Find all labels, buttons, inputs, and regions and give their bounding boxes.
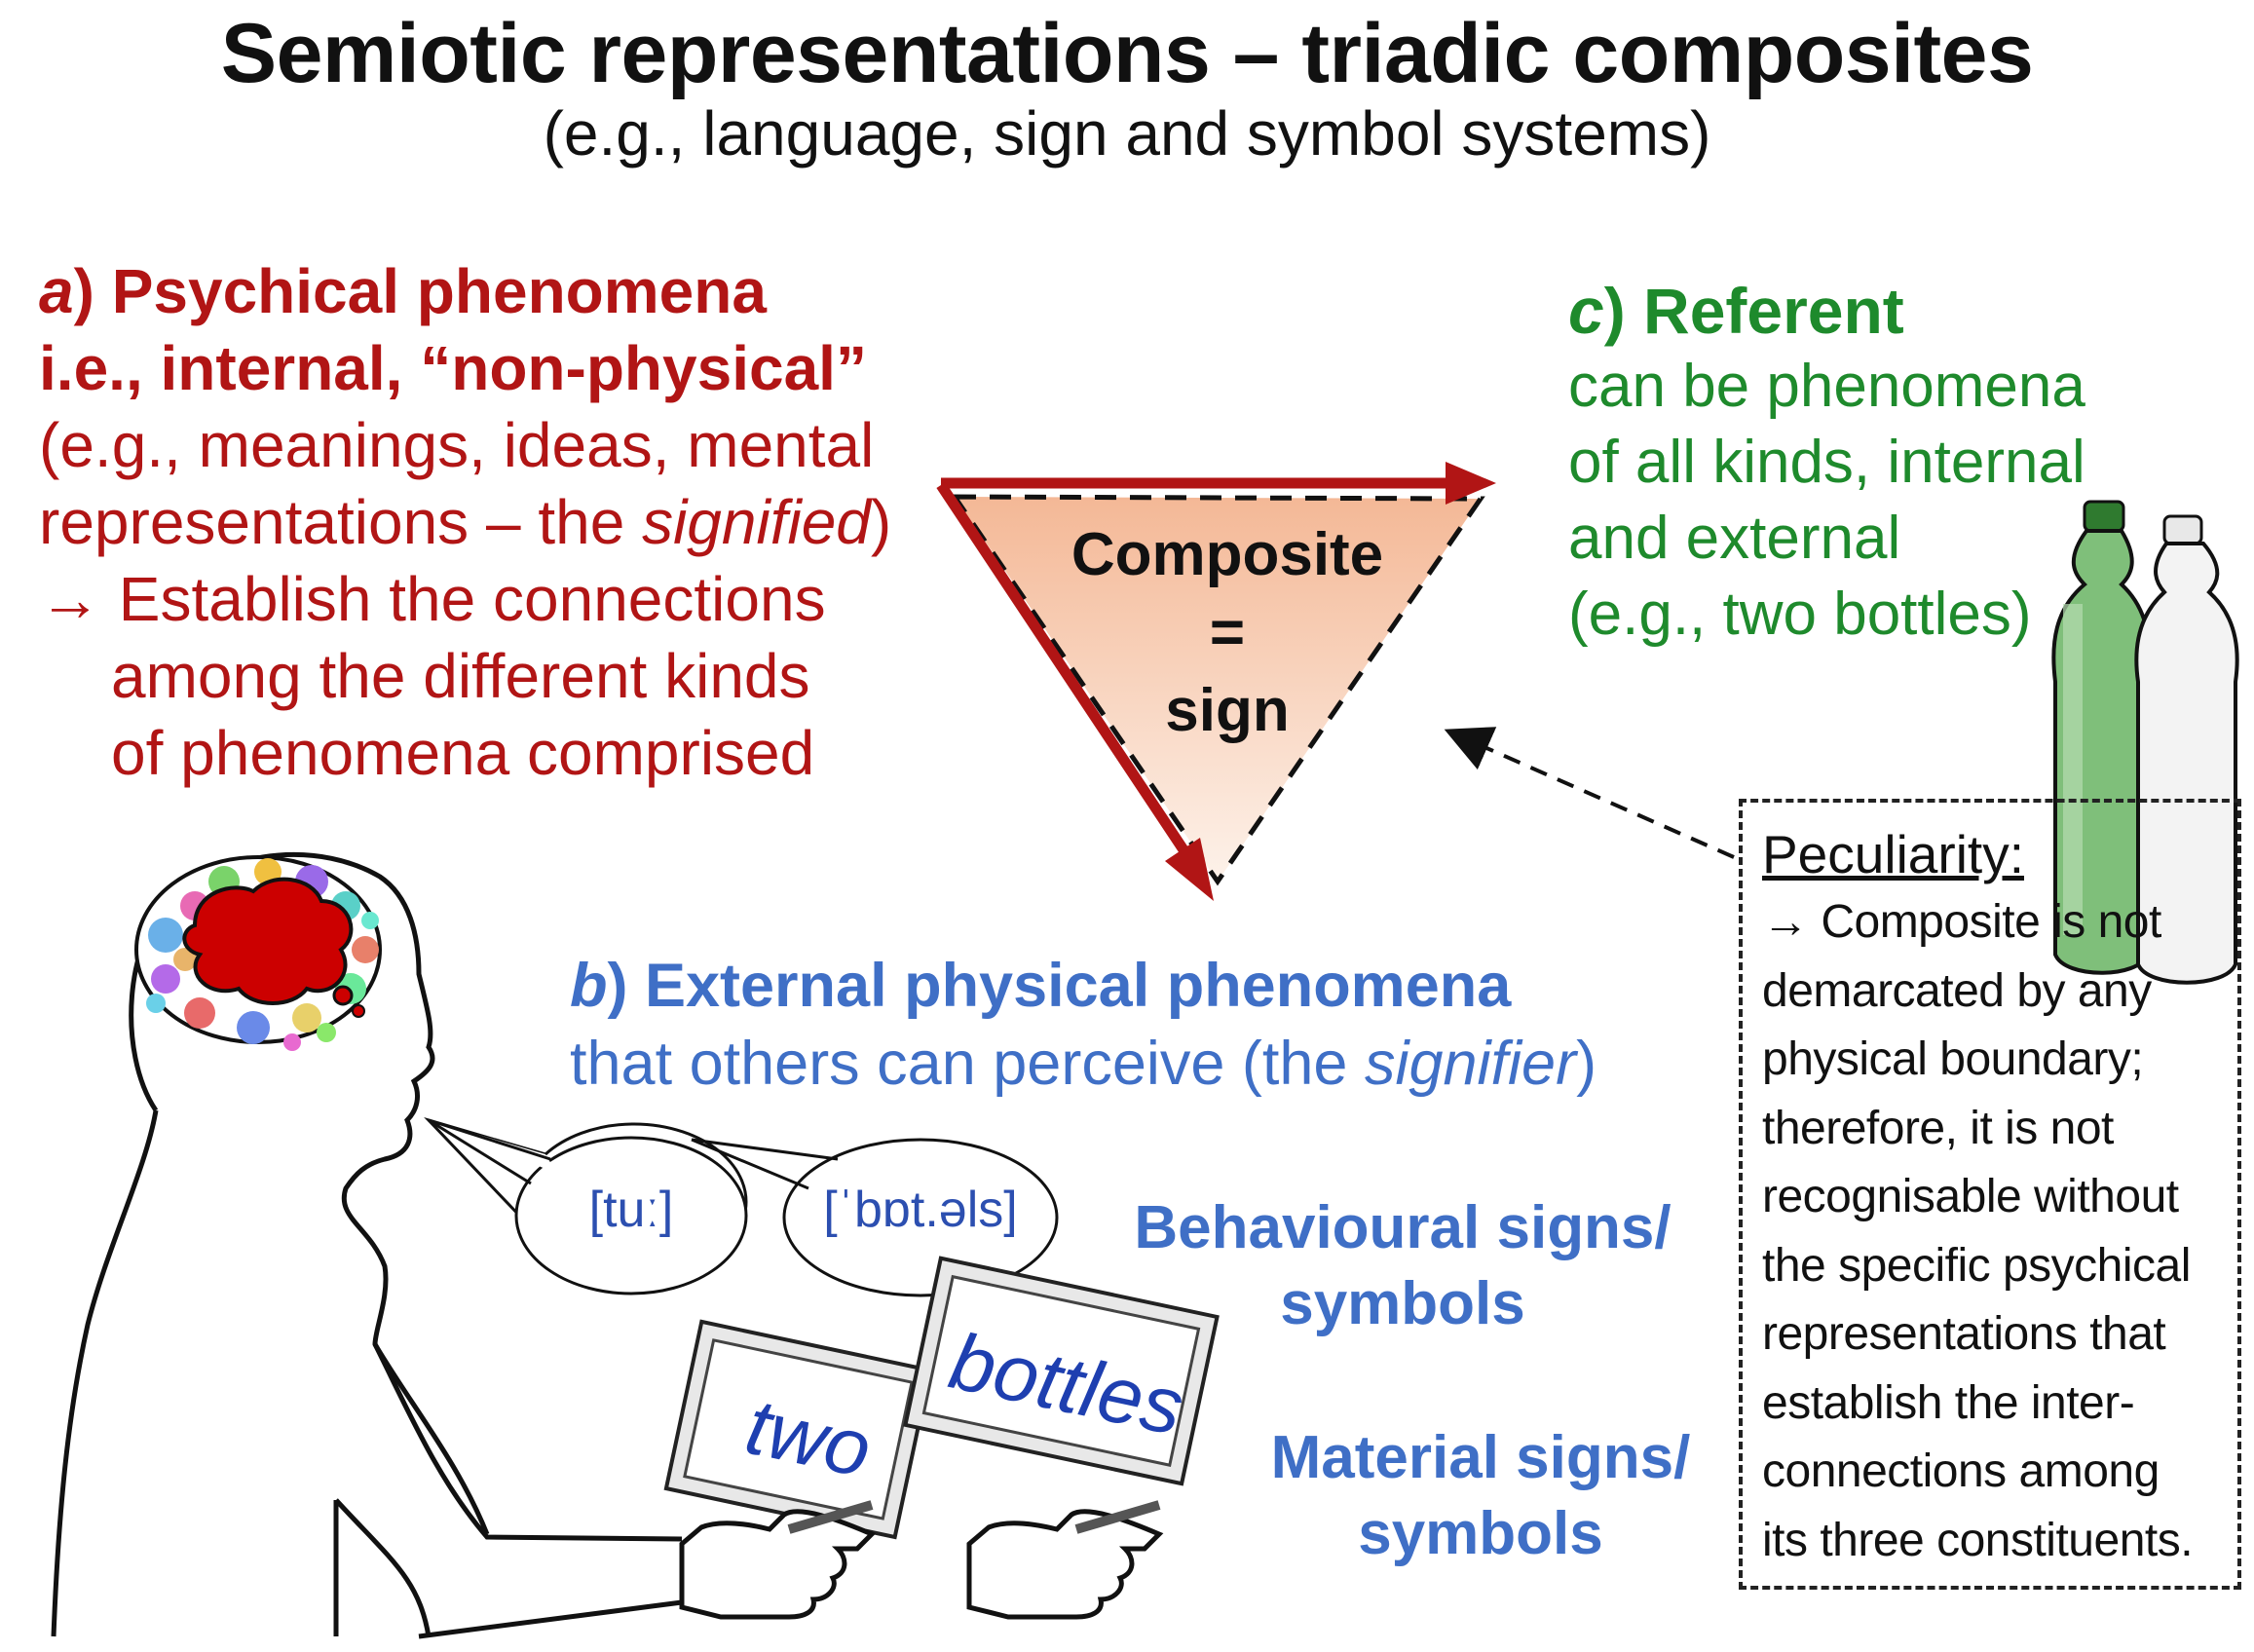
referent-line-3: of all kinds, internal [1568,429,2085,496]
speech-bubble-1-body [514,1136,748,1295]
peculiarity-box: Peculiarity: → Composite is not demarcat… [1739,799,2241,1590]
peculiarity-line: representations that [1762,1308,2166,1360]
composite-triangle [950,494,1485,886]
physical-line-2-pre: that others can perceive (the [570,1030,1365,1098]
card-two [663,1319,933,1540]
arm-upper [372,1342,683,1542]
peculiarity-line: connections among [1762,1446,2160,1497]
psychical-line-6: among the different kinds [111,641,810,711]
psychical-phenomena-block: a) Psychical phenomena i.e., internal, “… [39,253,974,792]
psychical-line-2: i.e., internal, “non-physical” [39,333,867,403]
label-a: a [39,256,74,326]
signifier-term: signifier [1364,1030,1577,1098]
behavioural-line-2: symbols [1280,1270,1525,1337]
psychical-line-7: of phenomena comprised [111,718,815,788]
speech-bubble-2-body [782,1138,1059,1297]
physical-line-2-post: ) [1576,1030,1597,1098]
equals-sign: = [1209,599,1246,666]
bottles-graphic [2051,500,2239,985]
peculiarity-arrow [1444,727,1735,859]
psychical-line-4-post: ) [870,487,892,557]
physical-line-2: that others can perceive (the signifier) [570,1025,1690,1103]
label-c: c [1568,275,1604,347]
peculiarity-line: physical boundary; [1762,1033,2144,1085]
bubble-text-bottles: [ˈbɒt.əls] [823,1182,1018,1238]
physical-heading-text: ) External physical phenomena [607,952,1512,1020]
hand-2 [966,1509,1164,1620]
page-title: Semiotic representations – triadic compo… [220,7,2034,100]
referent-line-5: (e.g., two bottles) [1568,581,2032,648]
red-arrowhead-down [1165,838,1214,901]
red-arrowhead-right [1446,462,1496,505]
referent-line-4: and external [1568,505,1901,572]
peculiarity-line: establish the inter- [1762,1376,2135,1429]
peculiarity-line: its three constituents. [1762,1514,2194,1566]
behavioural-signs-label: Behavioural signs/ symbols [1091,1190,1714,1342]
card-bottles [903,1256,1220,1486]
peculiarity-line: recognisable without [1762,1171,2179,1222]
psychical-line-4-pre: representations – the [39,487,643,557]
material-signs-label: Material signs/ symbols [1237,1420,1724,1572]
speech-bubble-1-tail [429,1120,557,1174]
peculiarity-line: demarcated by any [1762,964,2152,1017]
referent-heading-text: ) Referent [1603,275,1904,347]
peculiarity-line: the specific psychical [1762,1239,2191,1292]
psychical-line-3: (e.g., meanings, ideas, mental [39,410,875,480]
pen-1 [787,1500,874,1534]
pen-2 [1074,1500,1161,1534]
speech-bubble-2-tail-line [691,1138,839,1190]
arm-lower [333,1498,683,1639]
psychical-line-5: → Establish the connections [39,564,826,634]
sign-word: sign [1165,677,1290,744]
peculiarity-line: → Composite is not [1762,896,2161,948]
peculiarity-heading: Peculiarity: [1762,824,2024,884]
material-line-1: Material signs/ [1270,1424,1691,1491]
referent-block: c) Referent can be phenomena of all kind… [1568,273,2192,653]
speech-bubble-1-tail-line [428,1118,551,1185]
physical-phenomena-block: b) External physical phenomena that othe… [570,947,1690,1103]
psychical-heading-text: ) Psychical phenomena [73,256,767,326]
behavioural-line-1: Behavioural signs/ [1134,1194,1672,1261]
red-arrow-left [936,481,1193,861]
label-b: b [570,952,608,1020]
peculiarity-line: therefore, it is not [1762,1102,2114,1154]
referent-heading: c) Referent [1568,273,2192,349]
composite-word: Composite [1071,521,1384,588]
hand-1 [679,1509,877,1620]
psychical-heading: a) Psychical phenomena [39,253,974,330]
referent-line-2: can be phenomena [1568,353,2085,420]
bubble-text-tu: [tuː] [588,1182,674,1238]
signified-term: signified [642,487,871,557]
material-line-2: symbols [1358,1500,1603,1567]
shoulder-line [51,1109,159,1637]
physical-heading: b) External physical phenomena [570,947,1690,1025]
brain-graphic [134,855,382,1051]
page-subtitle: (e.g., language, sign and symbol systems… [543,98,1711,169]
composite-sign-label: Composite = sign [1033,516,1422,750]
psychical-line-4: representations – the signified) [39,484,974,561]
